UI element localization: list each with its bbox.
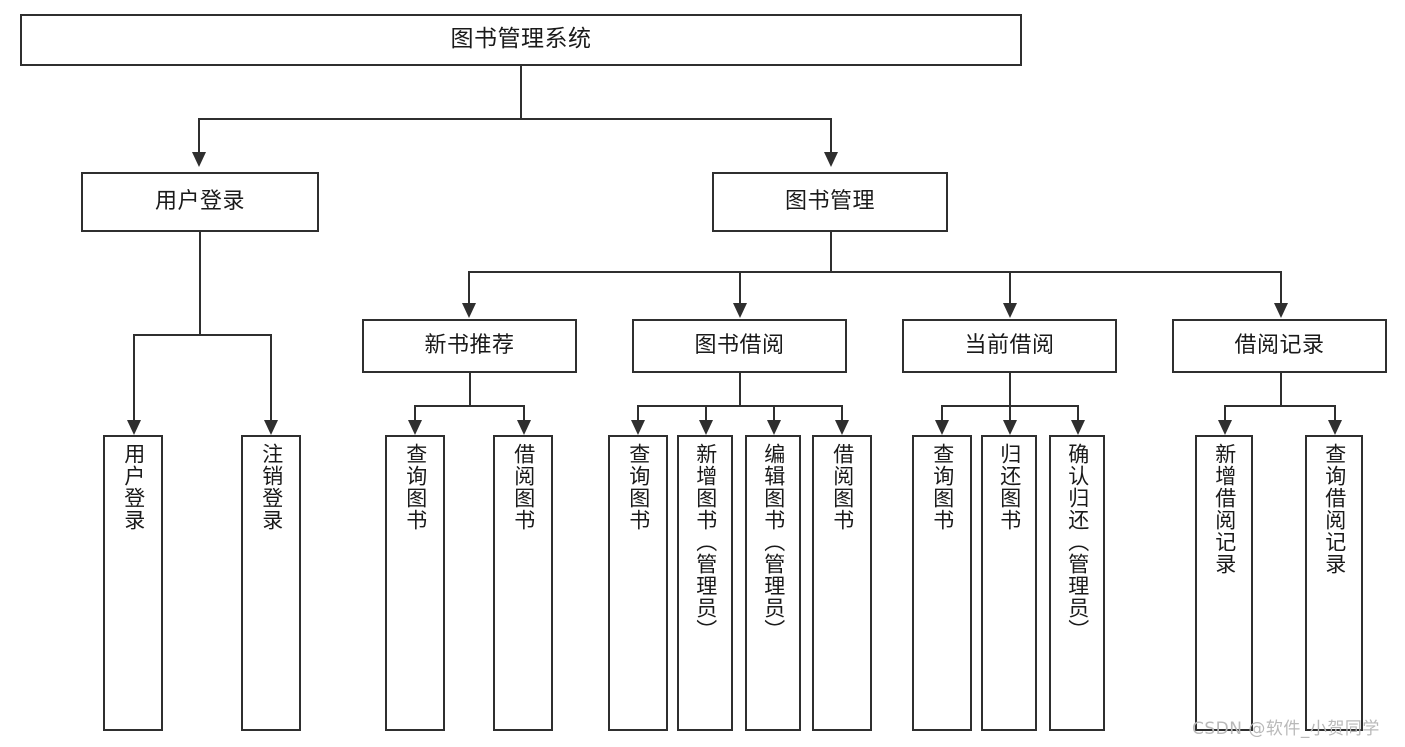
- arrowhead-current: [1003, 303, 1017, 318]
- connector-root-stem: [520, 66, 522, 119]
- connector-user-login-to-leaf-2: [270, 334, 272, 421]
- arrowhead-records: [1274, 303, 1288, 318]
- node-label: 查询图书: [626, 443, 651, 531]
- arrowhead-root-to-book-mgmt: [824, 152, 838, 167]
- connector-user-login-bus: [133, 334, 271, 336]
- connector-current-to-leaf-2: [1009, 405, 1011, 422]
- arrowhead-records-leaf-2: [1328, 420, 1342, 435]
- connector-new-book-to-leaf-1: [414, 405, 416, 422]
- connector-book-mgmt-stem: [830, 232, 832, 272]
- connector-user-login-to-leaf-1: [133, 334, 135, 421]
- leaf-records-query-record[interactable]: 查询借阅记录: [1305, 435, 1363, 731]
- connector-borrow-to-leaf-3: [773, 405, 775, 422]
- arrowhead-user-login-leaf-1: [127, 420, 141, 435]
- arrowhead-current-leaf-1: [935, 420, 949, 435]
- connector-book-mgmt-to-current: [1009, 271, 1011, 304]
- arrowhead-current-leaf-2: [1003, 420, 1017, 435]
- connector-book-mgmt-to-new-book: [468, 271, 470, 304]
- arrowhead-user-login-leaf-2: [264, 420, 278, 435]
- connector-book-mgmt-bus: [468, 271, 1281, 273]
- leaf-new-book-borrow[interactable]: 借阅图书: [493, 435, 553, 731]
- arrowhead-records-leaf-1: [1218, 420, 1232, 435]
- arrowhead-borrow-leaf-1: [631, 420, 645, 435]
- connector-new-book-stem: [469, 373, 471, 406]
- node-root-system[interactable]: 图书管理系统: [20, 14, 1022, 66]
- connector-book-mgmt-to-borrow: [739, 271, 741, 304]
- connector-root-bus: [198, 118, 832, 120]
- connector-records-to-leaf-2: [1334, 405, 1336, 422]
- connector-borrow-to-leaf-2: [705, 405, 707, 422]
- connector-borrow-to-leaf-1: [637, 405, 639, 422]
- connector-book-mgmt-to-records: [1280, 271, 1282, 304]
- node-label: 借阅图书: [511, 443, 536, 531]
- arrowhead-root-to-user-login: [192, 152, 206, 167]
- arrowhead-borrow-leaf-2: [699, 420, 713, 435]
- node-new-book-recommend[interactable]: 新书推荐: [362, 319, 577, 373]
- arrowhead-borrow-leaf-3: [767, 420, 781, 435]
- connector-root-to-book-mgmt: [830, 118, 832, 153]
- leaf-borrow-edit-book-admin[interactable]: 编辑图书（管理员）: [745, 435, 801, 731]
- node-label: 图书借阅: [694, 333, 785, 359]
- leaf-borrow-borrow-book[interactable]: 借阅图书: [812, 435, 872, 731]
- connector-borrow-stem: [739, 373, 741, 406]
- node-label: 查询图书: [403, 443, 428, 531]
- connector-records-to-leaf-1: [1224, 405, 1226, 422]
- node-label: 借阅图书: [830, 443, 855, 531]
- node-current-borrow[interactable]: 当前借阅: [902, 319, 1117, 373]
- leaf-user-login-signin[interactable]: 用户登录: [103, 435, 163, 731]
- arrowhead-new-book-leaf-1: [408, 420, 422, 435]
- node-label: 查询图书: [930, 443, 955, 531]
- node-label: 用户登录: [121, 443, 146, 531]
- leaf-user-login-signout[interactable]: 注销登录: [241, 435, 301, 731]
- node-label: 归还图书: [997, 443, 1022, 531]
- node-book-borrow[interactable]: 图书借阅: [632, 319, 847, 373]
- connector-records-stem: [1280, 373, 1282, 406]
- arrowhead-new-book-leaf-2: [517, 420, 531, 435]
- connector-current-to-leaf-3: [1077, 405, 1079, 422]
- connector-current-stem: [1009, 373, 1011, 406]
- leaf-borrow-add-book-admin[interactable]: 新增图书（管理员）: [677, 435, 733, 731]
- leaf-borrow-query-book[interactable]: 查询图书: [608, 435, 668, 731]
- connector-root-to-user-login: [198, 118, 200, 153]
- connector-user-login-stem: [199, 232, 201, 335]
- leaf-current-return-book[interactable]: 归还图书: [981, 435, 1037, 731]
- node-label: 图书管理系统: [450, 26, 592, 53]
- connector-new-book-to-leaf-2: [523, 405, 525, 422]
- node-label: 用户登录: [154, 189, 245, 215]
- node-label: 借阅记录: [1234, 333, 1325, 359]
- node-borrow-records[interactable]: 借阅记录: [1172, 319, 1387, 373]
- connector-records-bus: [1224, 405, 1336, 407]
- node-label: 查询借阅记录: [1322, 443, 1347, 575]
- node-user-login[interactable]: 用户登录: [81, 172, 319, 232]
- node-label: 新增图书（管理员）: [693, 443, 718, 641]
- node-label: 注销登录: [259, 443, 284, 531]
- node-label: 新书推荐: [424, 333, 515, 359]
- arrowhead-new-book: [462, 303, 476, 318]
- node-label: 新增借阅记录: [1212, 443, 1237, 575]
- connector-borrow-bus: [637, 405, 843, 407]
- connector-current-to-leaf-1: [941, 405, 943, 422]
- leaf-current-query-book[interactable]: 查询图书: [912, 435, 972, 731]
- arrowhead-current-leaf-3: [1071, 420, 1085, 435]
- node-label: 编辑图书（管理员）: [761, 443, 786, 641]
- node-book-management[interactable]: 图书管理: [712, 172, 948, 232]
- node-label: 图书管理: [784, 189, 875, 215]
- leaf-current-confirm-return-admin[interactable]: 确认归还（管理员）: [1049, 435, 1105, 731]
- arrowhead-borrow: [733, 303, 747, 318]
- connector-new-book-bus: [414, 405, 525, 407]
- connector-borrow-to-leaf-4: [841, 405, 843, 422]
- leaf-new-book-query[interactable]: 查询图书: [385, 435, 445, 731]
- node-label: 确认归还（管理员）: [1065, 443, 1090, 641]
- leaf-records-add-record[interactable]: 新增借阅记录: [1195, 435, 1253, 731]
- arrowhead-borrow-leaf-4: [835, 420, 849, 435]
- node-label: 当前借阅: [964, 333, 1055, 359]
